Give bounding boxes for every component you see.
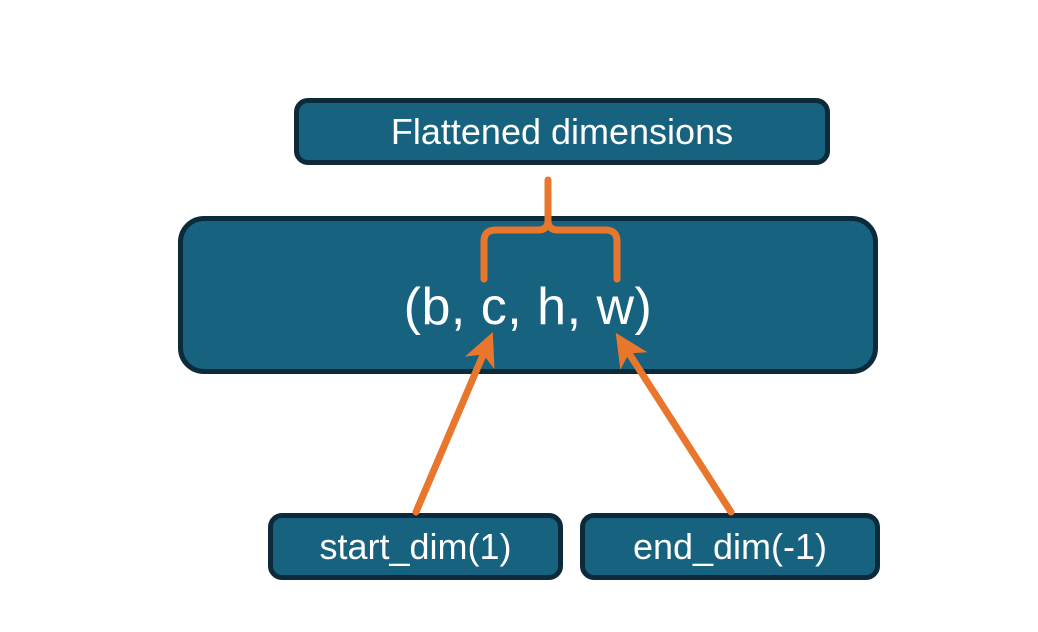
flattened-dimensions-box: Flattened dimensions	[294, 98, 830, 165]
start-dim-label: start_dim(1)	[319, 525, 512, 567]
tensor-shape-label: (b, c, h, w)	[403, 277, 653, 336]
end-dim-label: end_dim(-1)	[632, 525, 828, 567]
tensor-shape-box: (b, c, h, w)	[178, 216, 878, 374]
end-dim-box: end_dim(-1)	[580, 513, 880, 580]
start-dim-box: start_dim(1)	[268, 513, 563, 580]
flattened-dimensions-label: Flattened dimensions	[390, 110, 734, 152]
